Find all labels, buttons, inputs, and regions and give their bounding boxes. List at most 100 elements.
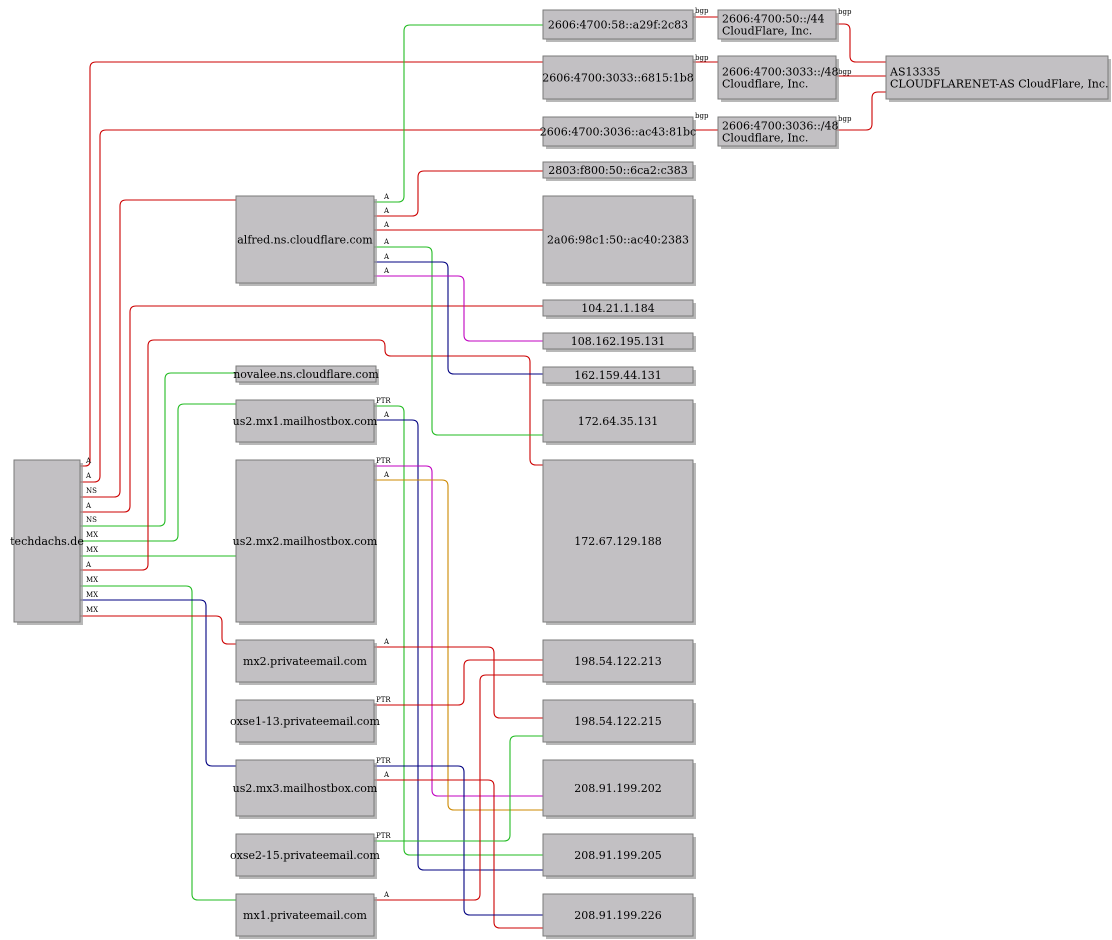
edge: A (374, 24, 543, 203)
node-oxse13[interactable]: oxse1-13.privateemail.com (230, 699, 381, 745)
node-techdachs[interactable]: techdachs.de (10, 459, 84, 625)
edge-line (374, 646, 543, 719)
edge-line (80, 199, 236, 498)
node-label: CloudFlare, Inc. (722, 25, 812, 38)
node-mx2pe[interactable]: mx2.privateemail.com (235, 639, 377, 685)
edge: A (374, 638, 543, 719)
node-ip226[interactable]: 208.91.199.226 (542, 893, 696, 939)
node-ip205[interactable]: 208.91.199.205 (542, 833, 696, 879)
edge: MX (80, 576, 236, 901)
node-ip213[interactable]: 198.54.122.213 (542, 639, 696, 685)
edge: PTR (374, 735, 543, 842)
node-mx1pe[interactable]: mx1.privateemail.com (235, 893, 377, 939)
node-label: 172.67.129.188 (574, 535, 661, 548)
node-usmx3[interactable]: us2.mx3.mailhostbox.com (233, 759, 378, 819)
node-ip162[interactable]: 162.159.44.131 (542, 366, 696, 386)
node-label: 208.91.199.202 (574, 782, 661, 795)
node-box (885, 55, 1109, 100)
node-label: oxse1-13.privateemail.com (230, 715, 381, 728)
edge-line (80, 372, 236, 527)
node-label: mx2.privateemail.com (243, 655, 367, 668)
edge-label: MX (86, 546, 98, 554)
node-label: 198.54.122.215 (574, 715, 661, 728)
edge-label: bgp (838, 8, 852, 16)
node-v6e[interactable]: 2a06:98c1:50::ac40:2383 (542, 195, 696, 286)
edge: A (80, 339, 543, 571)
node-box (235, 459, 375, 623)
edge-label: MX (86, 606, 98, 614)
node-label: 2606:4700:3033::6815:1b8 (542, 72, 694, 85)
node-label: alfred.ns.cloudflare.com (237, 234, 373, 247)
edge: A (374, 238, 543, 436)
edge: A (374, 170, 543, 217)
edge-line (374, 419, 543, 871)
edge: A (80, 305, 543, 513)
edge-label: bgp (695, 7, 709, 15)
node-usmx2[interactable]: us2.mx2.mailhostbox.com (233, 459, 378, 625)
edge-label: A (383, 238, 390, 246)
node-box (235, 699, 375, 743)
edge-label: bgp (838, 115, 852, 123)
edge-line (374, 779, 543, 929)
edge-line (374, 275, 543, 342)
node-layer: techdachs.de alfred.ns.cloudflare.com nova… (10, 9, 1111, 939)
node-label: CLOUDFLARENET-AS CloudFlare, Inc. (890, 78, 1109, 91)
node-box (542, 299, 694, 317)
node-box (542, 639, 694, 683)
edge-label: A (383, 207, 390, 215)
edge-label: A (85, 457, 92, 465)
node-ip108[interactable]: 108.162.195.131 (542, 332, 696, 352)
edge-layer: AANSANSMXMXAMXMXMXAAAAAAPTRAPTRAAPTRAPTR… (80, 7, 886, 929)
edge-line (80, 599, 236, 767)
node-label: 162.159.44.131 (574, 369, 661, 382)
node-ip17267[interactable]: 172.67.129.188 (542, 459, 696, 625)
node-alfred[interactable]: alfred.ns.cloudflare.com (235, 195, 377, 286)
node-label: 2a06:98c1:50::ac40:2383 (547, 234, 689, 247)
node-ip104[interactable]: 104.21.1.184 (542, 299, 696, 319)
node-box (542, 55, 694, 100)
edge-line (374, 735, 543, 842)
edge-label: A (85, 502, 92, 510)
edge: bgp (693, 54, 718, 63)
edge-label: A (383, 638, 390, 646)
edge-line (80, 585, 236, 901)
node-box (542, 699, 694, 743)
edge-line (374, 405, 543, 856)
node-ip215[interactable]: 198.54.122.215 (542, 699, 696, 745)
edge: MX (80, 606, 236, 645)
node-label: oxse2-15.privateemail.com (230, 849, 381, 862)
node-ip202[interactable]: 208.91.199.202 (542, 759, 696, 819)
node-ip17264[interactable]: 172.64.35.131 (542, 399, 696, 445)
edge: bgp (836, 68, 886, 77)
edge: A (80, 61, 543, 467)
node-v6c[interactable]: 2606:4700:3036::ac43:81bc (540, 116, 696, 149)
node-box (235, 893, 375, 937)
node-novalee[interactable]: novalee.ns.cloudflare.com (233, 365, 379, 385)
edge-label: A (85, 561, 92, 569)
edge-line (80, 339, 543, 571)
edge-label: bgp (695, 54, 709, 62)
node-box (542, 332, 694, 350)
edge-label: A (85, 472, 92, 480)
node-v6d[interactable]: 2803:f800:50::6ca2:c383 (542, 161, 696, 181)
node-label: 2606:4700:3036::ac43:81bc (540, 126, 696, 139)
edge: bgp (693, 112, 718, 131)
edge-label: PTR (376, 457, 391, 465)
edge: PTR (374, 659, 543, 706)
node-label: mx1.privateemail.com (243, 909, 367, 922)
node-usmx1[interactable]: us2.mx1.mailhostbox.com (233, 399, 378, 445)
node-label: 2606:4700:3036::/48 (722, 120, 839, 133)
node-v6a[interactable]: 2606:4700:58::a29f:2c83 (542, 9, 696, 42)
node-label: 198.54.122.213 (574, 655, 661, 668)
edge-label: A (383, 267, 390, 275)
node-v6b[interactable]: 2606:4700:3033::6815:1b8 (542, 55, 696, 102)
edge-line (374, 246, 543, 436)
node-oxse15[interactable]: oxse2-15.privateemail.com (230, 833, 381, 879)
edge: PTR (374, 397, 543, 856)
